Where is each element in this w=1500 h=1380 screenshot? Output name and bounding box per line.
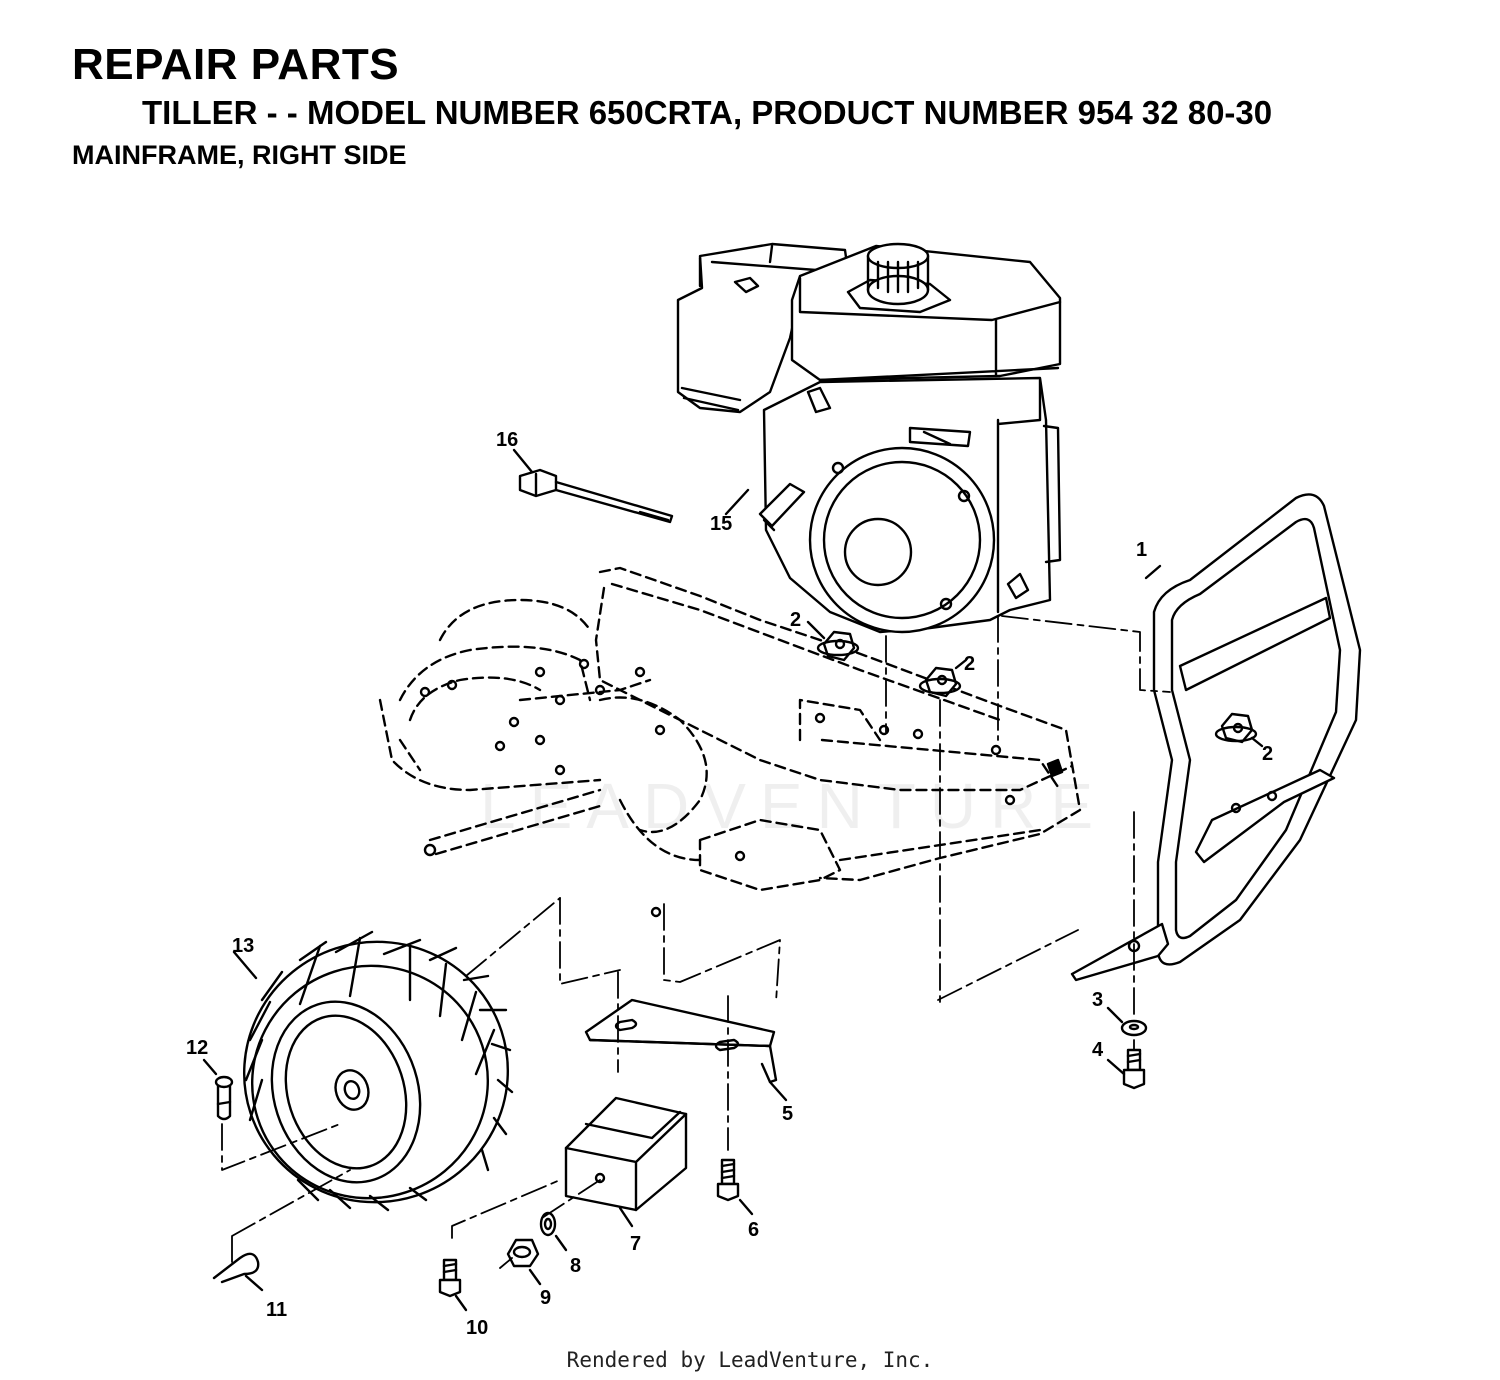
part-labels: 1 2 2 2 3 4 5 6 7 8 9 10 11 12 13 15 16: [186, 429, 1273, 1339]
wheel[interactable]: [210, 908, 541, 1237]
footer-credit: Rendered by LeadVenture, Inc.: [566, 1348, 934, 1372]
section-title: MAINFRAME, RIGHT SIDE: [72, 140, 407, 170]
model-subtitle: TILLER - - MODEL NUMBER 650CRTA, PRODUCT…: [142, 94, 1273, 131]
lock-washer[interactable]: [539, 1211, 568, 1252]
label-part-2: 2: [964, 653, 975, 675]
page-title: REPAIR PARTS: [72, 40, 400, 89]
label-part-15: 15: [710, 513, 732, 535]
hex-bolt[interactable]: [1106, 1048, 1146, 1090]
cable-tie[interactable]: [512, 448, 674, 524]
flange-nut[interactable]: [1214, 712, 1264, 748]
label-part-2: 2: [790, 609, 801, 631]
label-part-4: 4: [1092, 1039, 1104, 1061]
hex-nut[interactable]: [506, 1238, 542, 1286]
bracket[interactable]: [584, 998, 788, 1102]
flange-nut[interactable]: [918, 658, 968, 698]
label-part-13: 13: [232, 935, 254, 957]
clevis-pin[interactable]: [202, 1058, 234, 1121]
label-part-8: 8: [570, 1255, 581, 1277]
label-part-16: 16: [496, 429, 518, 451]
label-part-3: 3: [1092, 989, 1103, 1011]
label-part-11: 11: [266, 1299, 287, 1321]
engine[interactable]: [676, 242, 1062, 634]
label-part-9: 9: [540, 1287, 551, 1309]
watermark-text: LEADVENTURE: [480, 770, 1107, 842]
label-part-5: 5: [782, 1103, 793, 1125]
label-part-10: 10: [466, 1317, 488, 1339]
frame-holes: [419, 658, 1064, 918]
label-part-1: 1: [1136, 539, 1147, 561]
label-part-6: 6: [748, 1219, 759, 1241]
washer[interactable]: [1106, 1006, 1148, 1037]
label-part-2: 2: [1262, 743, 1273, 765]
label-part-12: 12: [186, 1037, 208, 1059]
front-bumper[interactable]: [1070, 493, 1362, 982]
weight-block[interactable]: [564, 1096, 688, 1228]
hex-bolt[interactable]: [716, 1158, 754, 1216]
mainframe-dashed: [378, 566, 1082, 892]
hairpin-clip[interactable]: [212, 1252, 264, 1292]
centerlines: [221, 615, 1171, 1269]
flange-nut[interactable]: [806, 620, 860, 662]
hex-bolt[interactable]: [438, 1258, 468, 1312]
label-part-7: 7: [630, 1233, 641, 1255]
